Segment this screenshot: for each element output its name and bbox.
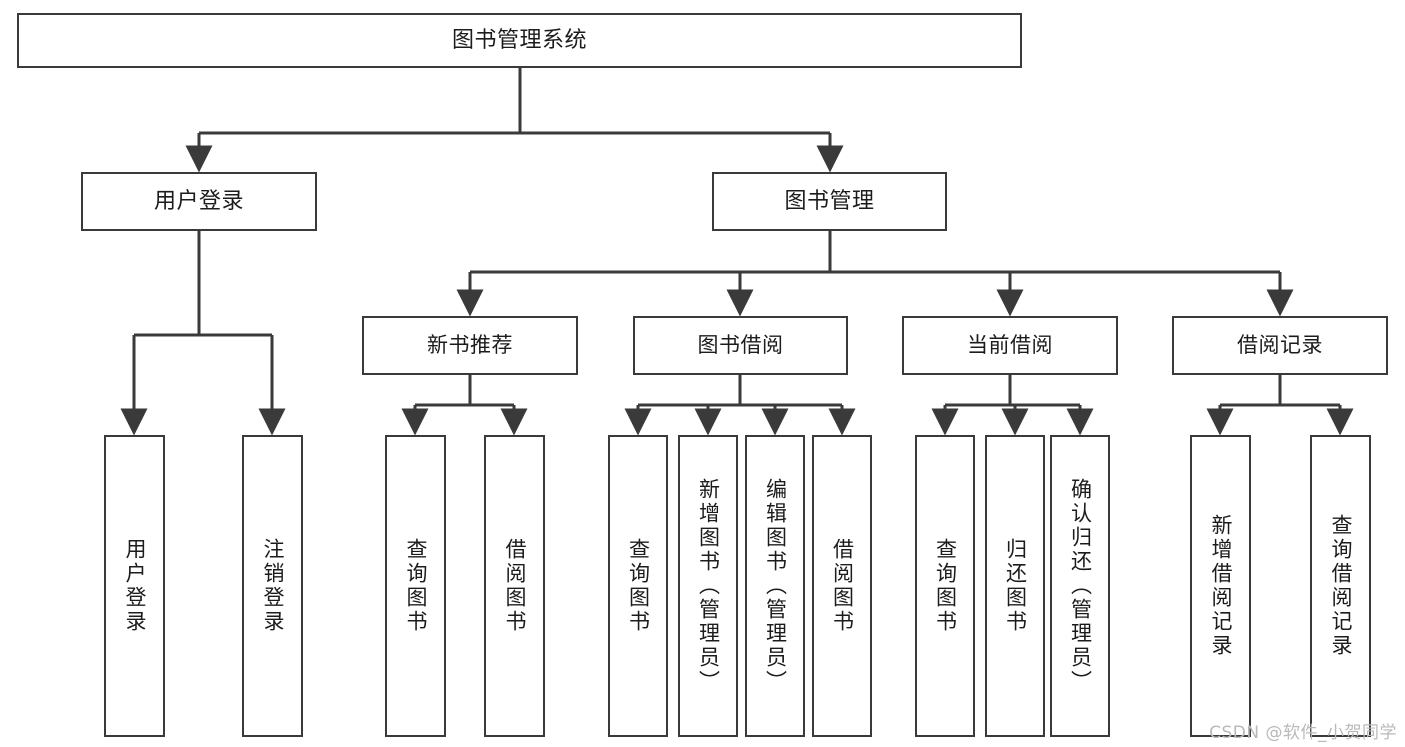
node-leaf-query-book-1[interactable]: 查询图书 <box>385 435 446 737</box>
node-leaf-query-borrow-record-label: 查询借阅记录 <box>1329 514 1353 658</box>
node-current-borrow-label: 当前借阅 <box>967 333 1053 358</box>
node-leaf-borrow-book-1-label: 借阅图书 <box>503 538 527 634</box>
node-user-login-label: 用户登录 <box>153 188 244 214</box>
node-leaf-user-logout-label: 注销登录 <box>261 538 285 634</box>
node-leaf-return-book[interactable]: 归还图书 <box>985 435 1045 737</box>
node-book-borrow-label: 图书借阅 <box>697 333 784 358</box>
node-user-login[interactable]: 用户登录 <box>81 172 317 231</box>
node-leaf-add-borrow-record-label: 新增借阅记录 <box>1209 514 1233 658</box>
node-leaf-query-book-2-label: 查询图书 <box>626 538 651 634</box>
node-leaf-query-book-1-label: 查询图书 <box>404 538 428 634</box>
node-leaf-edit-book-admin-label: 编辑图书（管理员） <box>763 478 788 694</box>
node-leaf-edit-book-admin[interactable]: 编辑图书（管理员） <box>745 435 805 737</box>
node-borrow-record-label: 借阅记录 <box>1237 333 1323 358</box>
node-current-borrow[interactable]: 当前借阅 <box>902 316 1118 375</box>
node-leaf-add-book-admin-label: 新增图书（管理员） <box>696 478 721 694</box>
node-leaf-query-borrow-record[interactable]: 查询借阅记录 <box>1310 435 1371 737</box>
node-leaf-confirm-return-admin-label: 确认归还（管理员） <box>1068 478 1093 694</box>
node-borrow-record[interactable]: 借阅记录 <box>1172 316 1388 375</box>
node-leaf-confirm-return-admin[interactable]: 确认归还（管理员） <box>1050 435 1110 737</box>
node-leaf-query-book-3[interactable]: 查询图书 <box>915 435 975 737</box>
node-leaf-user-login-label: 用户登录 <box>123 538 147 634</box>
csdn-watermark: CSDN @软件_小贺同学 <box>1209 723 1397 743</box>
node-new-book-recommend-label: 新书推荐 <box>427 333 513 358</box>
node-leaf-user-login[interactable]: 用户登录 <box>104 435 165 737</box>
node-leaf-borrow-book-1[interactable]: 借阅图书 <box>484 435 545 737</box>
node-book-borrow[interactable]: 图书借阅 <box>633 316 848 375</box>
node-leaf-query-book-3-label: 查询图书 <box>933 538 958 634</box>
node-book-manage-label: 图书管理 <box>784 188 875 214</box>
node-book-manage[interactable]: 图书管理 <box>712 172 947 231</box>
node-leaf-add-borrow-record[interactable]: 新增借阅记录 <box>1190 435 1251 737</box>
node-root[interactable]: 图书管理系统 <box>17 13 1022 68</box>
node-leaf-borrow-book-2-label: 借阅图书 <box>830 538 855 634</box>
node-leaf-borrow-book-2[interactable]: 借阅图书 <box>812 435 872 737</box>
node-leaf-return-book-label: 归还图书 <box>1003 538 1028 634</box>
node-leaf-query-book-2[interactable]: 查询图书 <box>608 435 668 737</box>
node-leaf-add-book-admin[interactable]: 新增图书（管理员） <box>678 435 738 737</box>
node-root-label: 图书管理系统 <box>451 27 587 53</box>
node-leaf-user-logout[interactable]: 注销登录 <box>242 435 303 737</box>
node-new-book-recommend[interactable]: 新书推荐 <box>362 316 578 375</box>
